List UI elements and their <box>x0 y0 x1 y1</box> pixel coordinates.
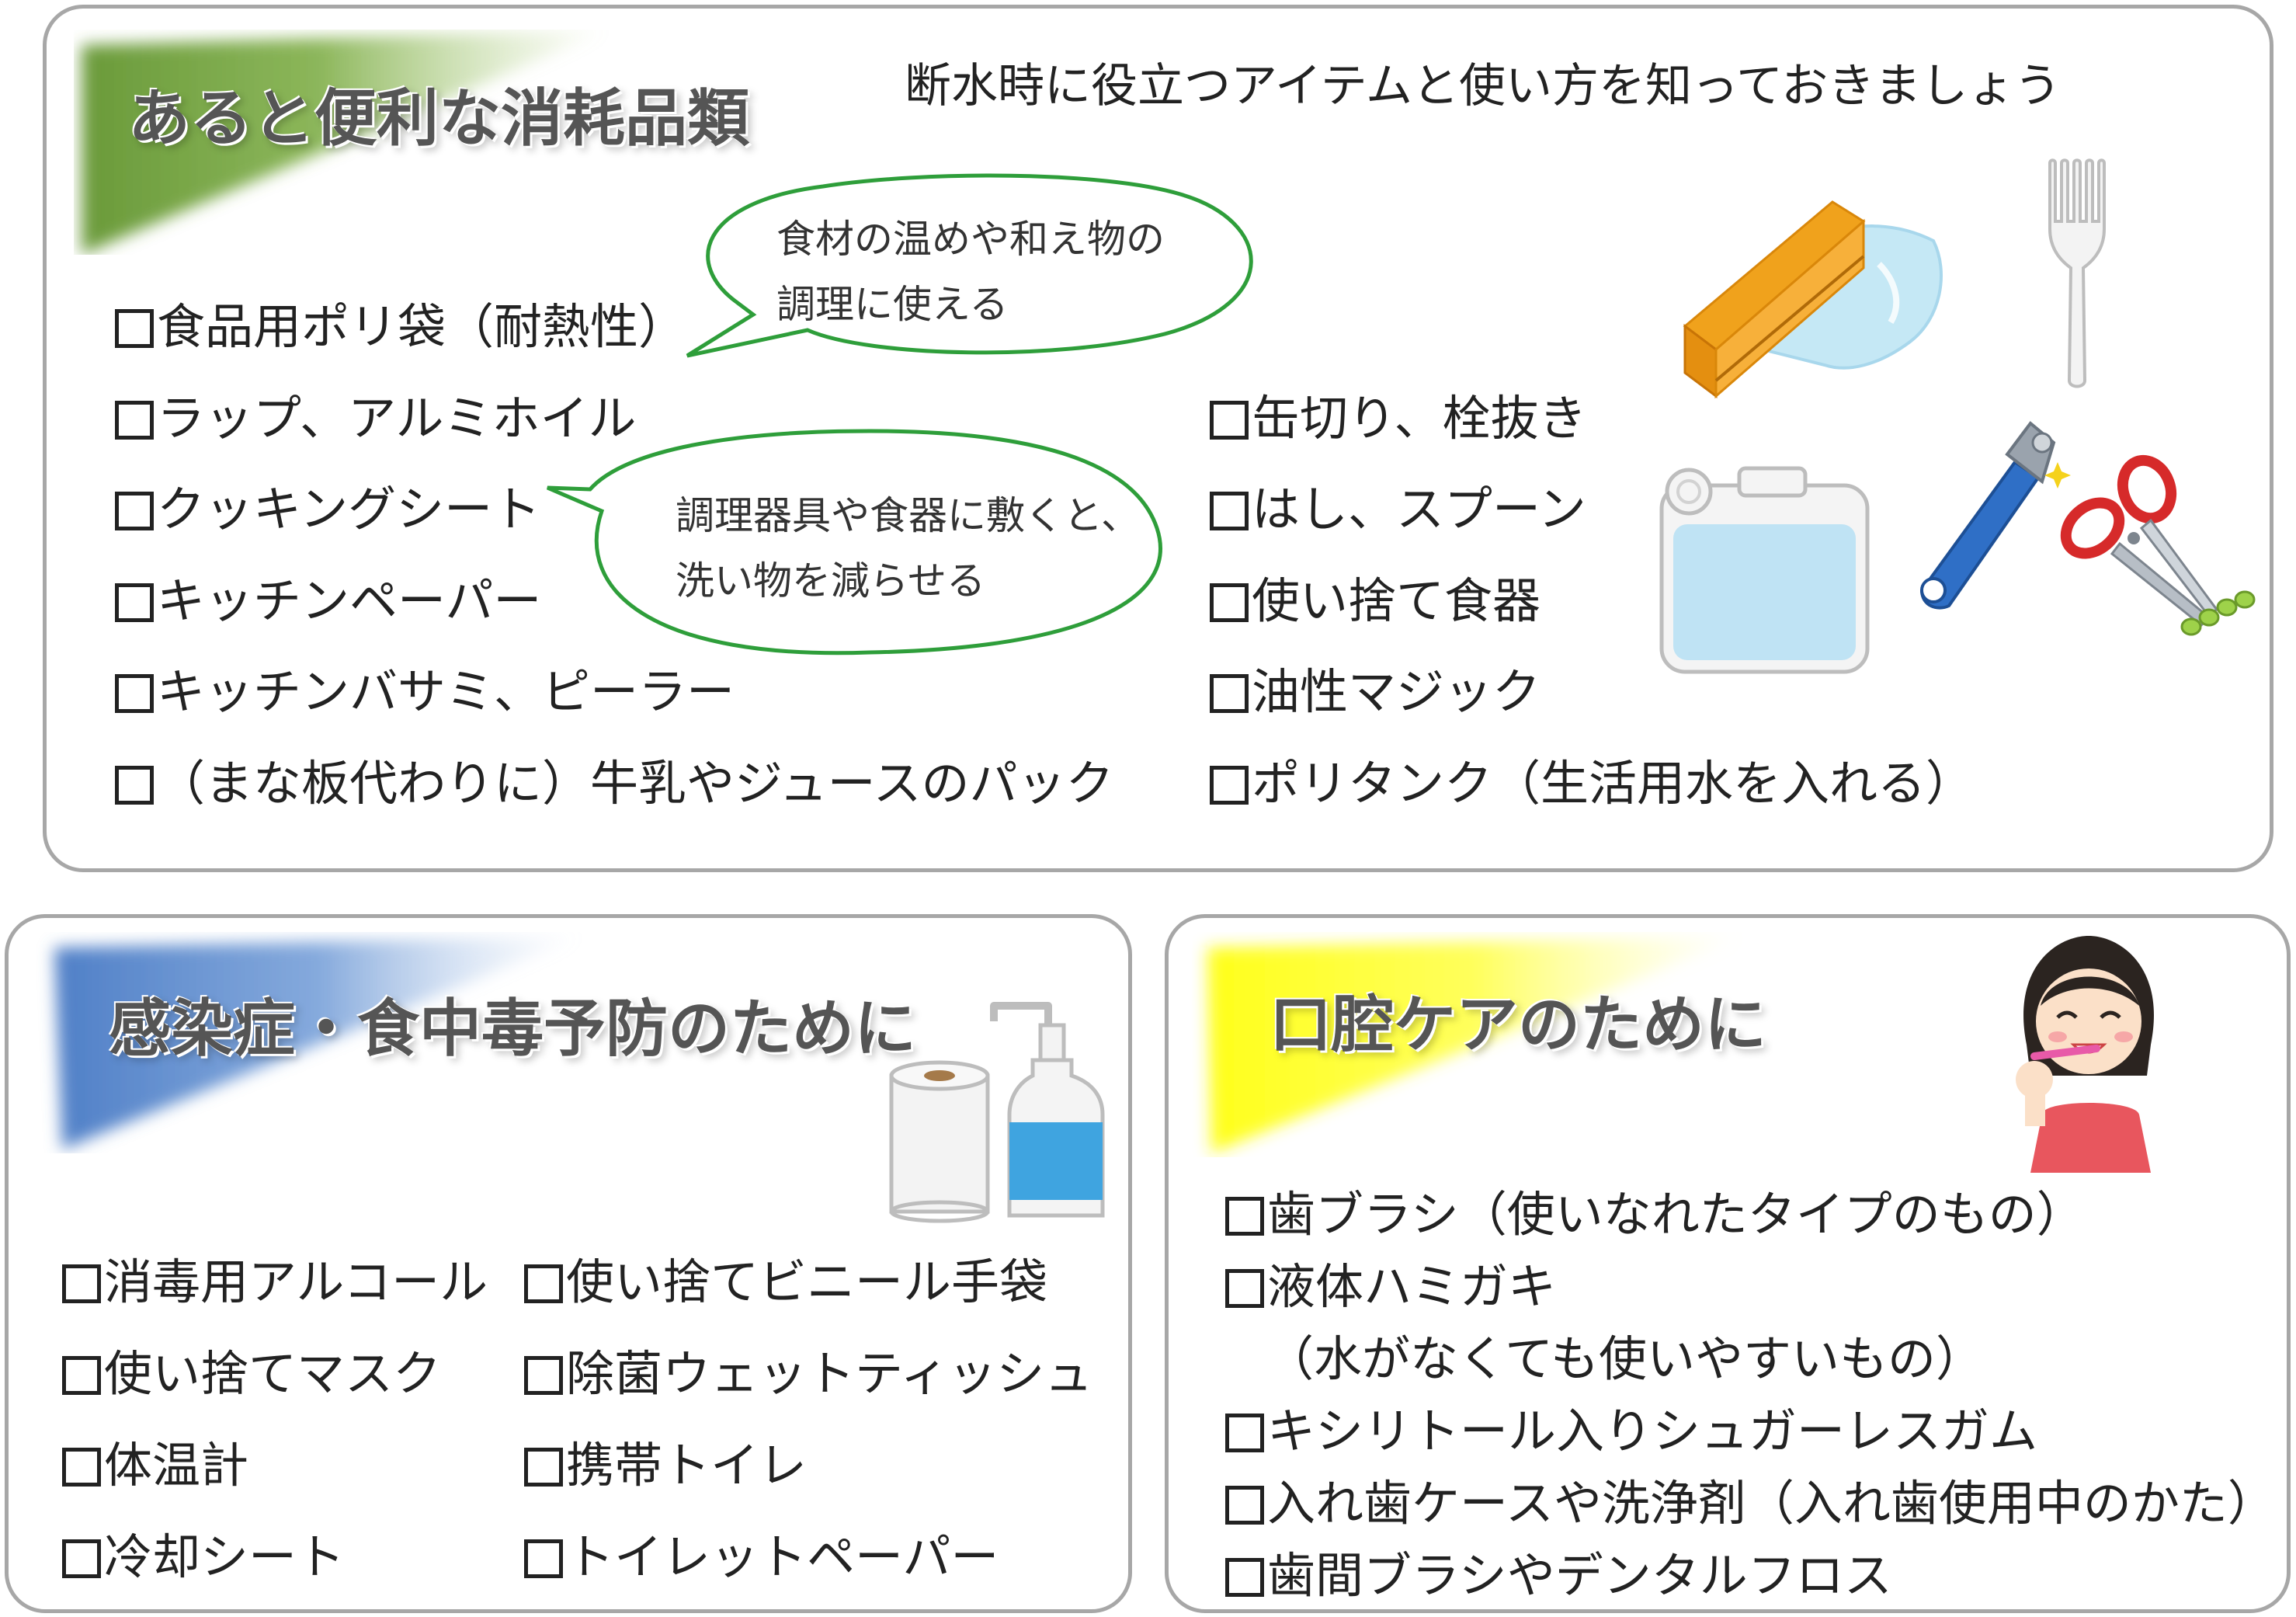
checkbox-icon <box>1225 1486 1264 1525</box>
checklist-item: 油性マジック <box>1210 652 1541 722</box>
bubble-2-text: 調理器具や食器に敷くと、 洗い物を減らせる <box>676 493 1140 603</box>
convenient-supplies-panel <box>43 5 2273 872</box>
plastic-wrap-icon <box>1683 200 1943 399</box>
checklist-item: ラップ、アルミホイル <box>115 379 637 449</box>
checkbox-icon <box>1225 1197 1264 1236</box>
girl-brushing-teeth-icon <box>2016 936 2154 1173</box>
checklist-item: 歯間ブラシやデンタルフロス <box>1225 1536 1892 1606</box>
checkbox-icon <box>62 1264 101 1303</box>
speech-bubble-1 <box>686 173 1253 358</box>
green-gradient-banner <box>82 30 610 255</box>
checkbox-icon <box>115 492 154 530</box>
can-opener-icon <box>1919 421 2071 610</box>
checklist-item: トイレットペーパー <box>524 1518 999 1587</box>
checklist-item: 使い捨てマスク <box>62 1334 441 1404</box>
checkbox-icon <box>1210 492 1249 530</box>
checkbox-icon <box>524 1264 563 1303</box>
speech-bubble-2 <box>547 429 1162 655</box>
yellow-gradient-banner <box>1207 936 1743 1153</box>
checkbox-icon <box>524 1539 563 1578</box>
checkbox-icon <box>524 1356 563 1395</box>
kitchen-scissors-icon <box>2060 454 2256 636</box>
checkbox-icon <box>62 1356 101 1395</box>
checklist-item: 使い捨て食器 <box>1210 562 1541 631</box>
checkbox-icon <box>115 674 154 713</box>
checklist-item: 冷却シート <box>62 1518 345 1587</box>
checkbox-icon <box>1210 674 1249 713</box>
checkbox-icon <box>1225 1414 1264 1452</box>
checklist-item: 体温計 <box>62 1426 248 1496</box>
blue-gradient-banner <box>54 936 582 1149</box>
bottom-left-title: 感染症・食中毒予防のために <box>109 993 916 1065</box>
checklist-item: 除菌ウェットティッシュ <box>524 1334 1092 1404</box>
checkbox-icon <box>1225 1269 1264 1308</box>
checkbox-icon <box>1210 583 1249 622</box>
checkbox-icon <box>115 309 154 348</box>
toilet-paper-icon <box>889 1060 990 1223</box>
checklist-item: 缶切り、栓抜き <box>1210 379 1587 449</box>
checklist-item: 消毒用アルコール <box>62 1243 488 1313</box>
checkbox-icon <box>1225 1558 1264 1597</box>
bottom-left-header: 感染症・食中毒予防のために <box>31 932 916 1153</box>
checklist-item: 食品用ポリ袋（耐熱性） <box>115 287 686 357</box>
water-tank-icon <box>1659 466 1870 674</box>
checklist-item: 携帯トイレ <box>524 1426 807 1496</box>
hand-sanitizer-icon <box>990 1002 1105 1218</box>
checklist-item: 使い捨てビニール手袋 <box>524 1243 1047 1313</box>
bottom-right-title: 口腔ケアのために <box>1270 989 1766 1061</box>
top-subtitle: 断水時に役立つアイテムと使い方を知っておきましょう <box>905 59 2062 113</box>
checklist-item: 入れ歯ケースや洗浄剤（入れ歯使用中のかた） <box>1225 1464 2276 1534</box>
checklist-item: （まな板代わりに）牛乳やジュースのパック <box>115 744 1114 814</box>
checklist-item: 歯ブラシ（使いなれたタイプのもの） <box>1225 1175 2085 1245</box>
checkbox-icon <box>1210 766 1249 805</box>
checkbox-icon <box>62 1539 101 1578</box>
checklist-item: キシリトール入りシュガーレスガム <box>1225 1392 2037 1462</box>
checkbox-icon <box>115 583 154 622</box>
checklist-item: キッチンペーパー <box>115 562 541 631</box>
checklist-item: クッキングシート <box>115 470 540 540</box>
checklist-item: ポリタンク（生活用水を入れる） <box>1210 744 1974 814</box>
fork-icon <box>2048 158 2106 388</box>
checkbox-icon <box>115 766 154 805</box>
checklist-item: 液体ハミガキ <box>1225 1247 1556 1317</box>
top-header: あると便利な消耗品類 <box>74 30 749 255</box>
checklist-item: キッチンバサミ、ピーラー <box>115 652 735 722</box>
bubble-1-text: 食材の温めや和え物の 調理に使える <box>776 217 1165 327</box>
item-note: （水がなくても使いやすいもの） <box>1266 1330 1985 1387</box>
checkbox-icon <box>115 401 154 440</box>
bottom-right-header: 口腔ケアのために <box>1192 932 1766 1157</box>
checklist-item: はし、スプーン <box>1210 470 1586 540</box>
checkbox-icon <box>62 1448 101 1487</box>
checkbox-icon <box>1210 401 1249 440</box>
checkbox-icon <box>524 1448 563 1487</box>
top-title: あると便利な消耗品類 <box>128 82 749 155</box>
